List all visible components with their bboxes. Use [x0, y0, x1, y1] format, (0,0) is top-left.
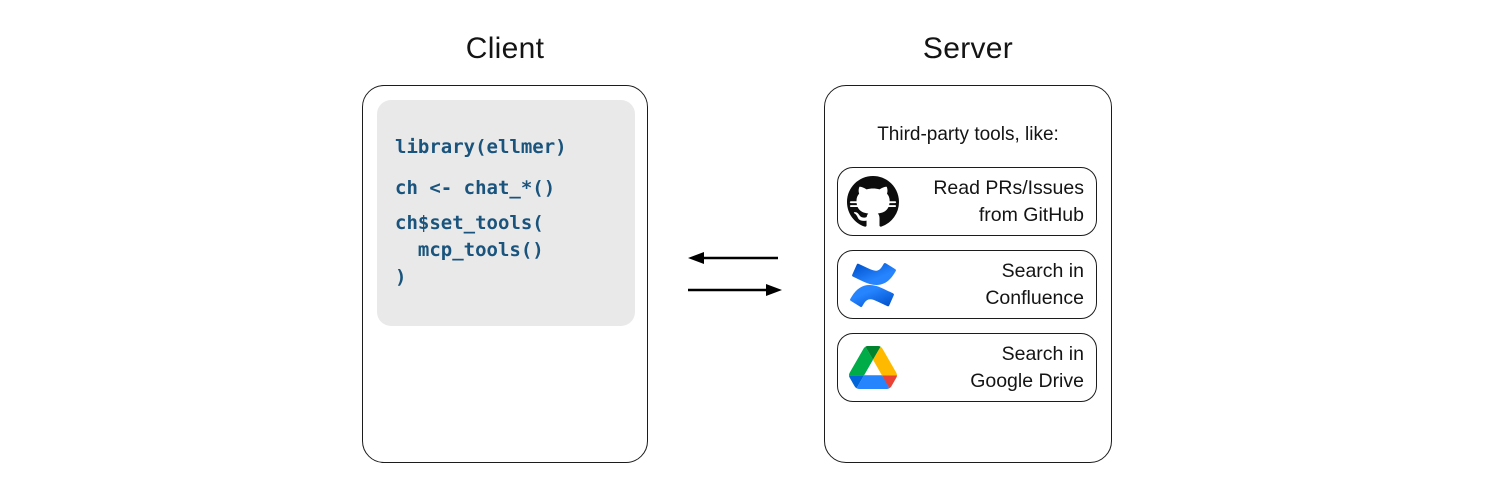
tool-list: Read PRs/Issues from GitHub — [837, 167, 1097, 402]
client-box: library(ellmer) ch <- chat_*() ch$set_to… — [362, 85, 648, 463]
tool-item-confluence: Search in Confluence — [837, 250, 1097, 319]
tool-item-google-drive: Search in Google Drive — [837, 333, 1097, 402]
server-box: Third-party tools, like: Read PRs/Issues… — [824, 85, 1112, 463]
tool-item-github: Read PRs/Issues from GitHub — [837, 167, 1097, 236]
confluence-icon — [847, 259, 899, 311]
code-line-set-tools: ch$set_tools( mcp_tools() ) — [395, 212, 544, 288]
arrow-right-icon — [688, 284, 782, 296]
arrow-left-icon — [688, 252, 778, 264]
github-icon — [847, 175, 899, 228]
tool-label-google-drive: Search in Google Drive — [970, 342, 1084, 392]
server-title: Server — [922, 32, 1014, 65]
tool-label-github: Read PRs/Issues from GitHub — [933, 176, 1084, 226]
exchange-arrows — [688, 252, 782, 296]
google-drive-icon — [847, 342, 899, 394]
client-title: Client — [465, 32, 545, 65]
code-block: library(ellmer) ch <- chat_*() ch$set_to… — [377, 100, 635, 326]
code-line-library: library(ellmer) — [395, 136, 567, 158]
server-subtitle: Third-party tools, like: — [877, 124, 1059, 145]
tool-label-confluence: Search in Confluence — [985, 259, 1084, 309]
code-line-chat: ch <- chat_*() — [395, 177, 556, 199]
